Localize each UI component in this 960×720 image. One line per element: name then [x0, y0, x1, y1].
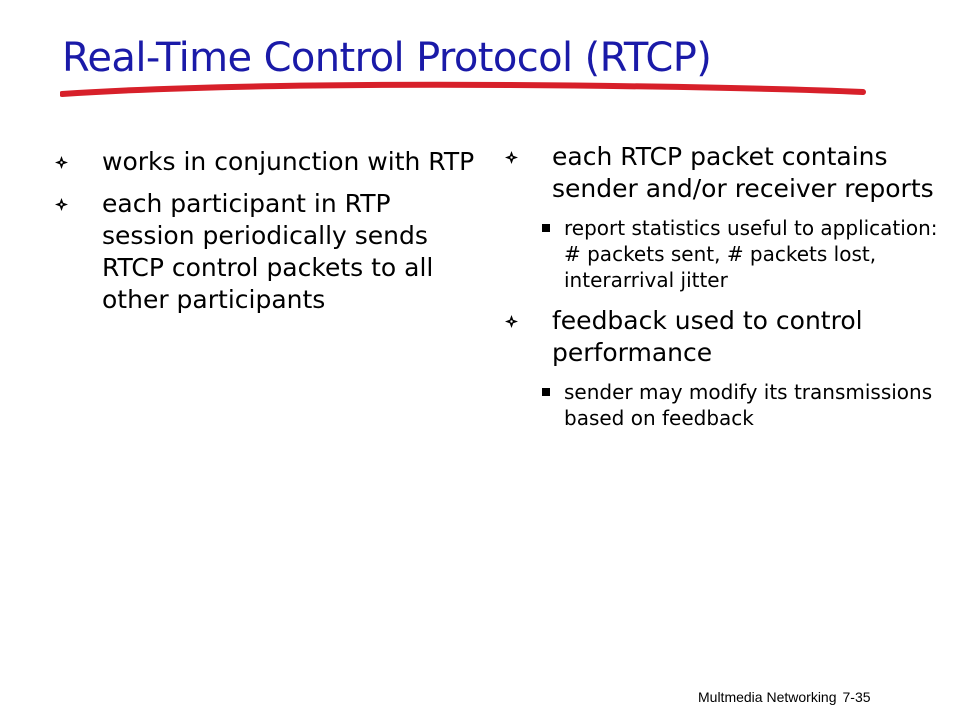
right-bullet-1-text: each RTCP packet contains sender and/or …	[552, 142, 934, 203]
slide-title: Real-Time Control Protocol (RTCP)	[62, 35, 712, 81]
right-bullet-1-sub-1: report statistics useful to application:…	[490, 215, 940, 293]
slide-footer: Multmedia Networking 7-35	[698, 689, 871, 705]
four-diamond-bullet-icon	[55, 198, 68, 211]
left-bullet-1-text: works in conjunction with RTP	[102, 147, 475, 176]
left-bullet-1: works in conjunction with RTP	[40, 146, 480, 178]
title-underline	[60, 81, 866, 97]
left-column: works in conjunction with RTP each parti…	[40, 146, 480, 326]
right-bullet-1-sub-1-text: report statistics useful to application:…	[564, 216, 938, 292]
four-diamond-bullet-icon	[505, 151, 518, 164]
four-diamond-bullet-icon	[55, 156, 68, 169]
square-bullet-icon	[542, 388, 550, 396]
page-number: 7-35	[842, 689, 871, 705]
right-bullet-1: each RTCP packet contains sender and/or …	[490, 141, 940, 205]
right-bullet-2-sub-1: sender may modify its transmissions base…	[490, 379, 940, 431]
four-diamond-bullet-icon	[505, 315, 518, 328]
right-bullet-2: feedback used to control performance	[490, 305, 940, 369]
square-bullet-icon	[542, 224, 550, 232]
left-bullet-2-text: each participant in RTP session periodic…	[102, 189, 434, 314]
right-column: each RTCP packet contains sender and/or …	[490, 141, 940, 443]
right-bullet-2-text: feedback used to control performance	[552, 306, 863, 367]
right-bullet-2-sub-1-text: sender may modify its transmissions base…	[564, 380, 933, 430]
footer-label: Multmedia Networking	[698, 689, 837, 705]
left-bullet-2: each participant in RTP session periodic…	[40, 188, 480, 316]
